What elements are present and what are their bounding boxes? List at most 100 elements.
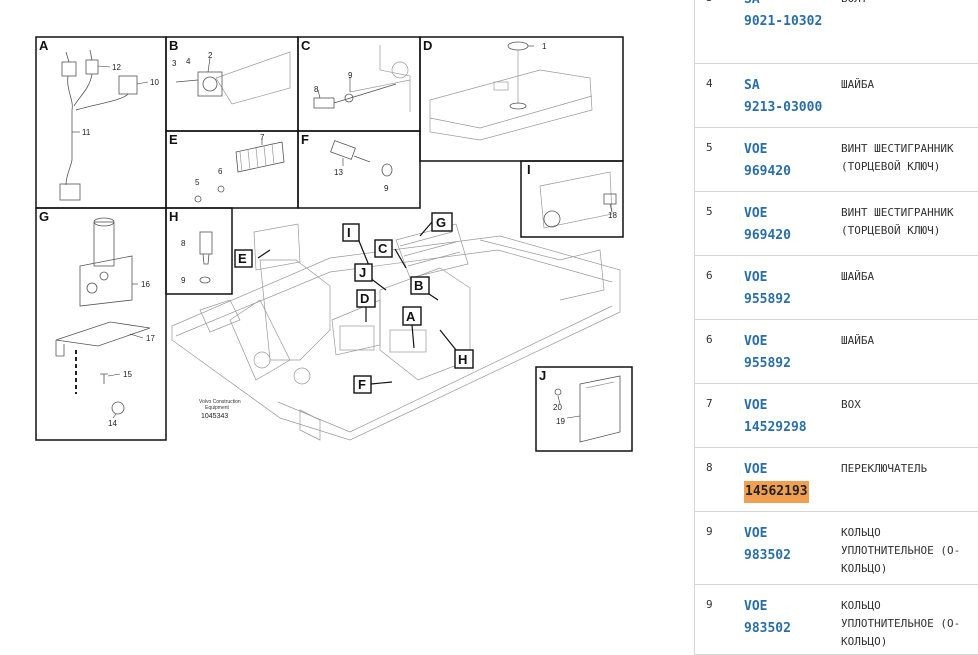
part-brand: VOE xyxy=(744,270,768,285)
part-description: ПЕРЕКЛЮЧАТЕЛЬ xyxy=(841,462,928,475)
caption-line-2: Equipment xyxy=(205,405,230,411)
callout-g: G xyxy=(436,215,446,230)
part-qty: 3 xyxy=(706,0,713,4)
number-leaders xyxy=(72,45,613,419)
part-number-highlighted: 14562193 xyxy=(744,481,809,503)
num-12: 12 xyxy=(112,63,121,72)
num-13: 13 xyxy=(334,168,343,177)
part-description: ШАЙБА xyxy=(841,334,875,347)
panel-d-drawing xyxy=(429,41,593,141)
num-14: 14 xyxy=(108,419,117,428)
num-9-h: 9 xyxy=(181,276,186,285)
block-label-j: J xyxy=(539,368,546,383)
part-number-link[interactable]: VOE 955892 xyxy=(744,331,791,375)
panel-h-drawing xyxy=(199,231,213,284)
parts-list: 3SA9021-10302ВОЛТ4SA9213-03000ШАЙБА5VOE9… xyxy=(694,0,978,655)
callout-c: C xyxy=(378,241,388,256)
panel-f-drawing xyxy=(330,140,393,177)
part-number: 983502 xyxy=(744,548,791,563)
panel-a-drawing xyxy=(59,49,138,201)
num-8-h: 8 xyxy=(181,239,186,248)
part-brand: VOE xyxy=(744,334,768,349)
callout-i: I xyxy=(347,225,351,240)
callout-d: D xyxy=(360,291,369,306)
part-brand: VOE xyxy=(744,398,768,413)
part-brand: VOE xyxy=(744,526,768,541)
part-number-link[interactable]: VOE 983502 xyxy=(744,523,791,567)
part-number-link[interactable]: VOE 983502 xyxy=(744,596,791,640)
callout-boxes: I C G E J B D A H F xyxy=(234,212,474,394)
part-qty: 6 xyxy=(706,333,713,346)
num-10: 10 xyxy=(150,78,159,87)
part-brand: VOE xyxy=(744,599,768,614)
num-6: 6 xyxy=(218,167,223,176)
block-label-a: A xyxy=(39,38,49,53)
parts-row: 6 VOE 955892 ШАЙБА xyxy=(694,256,978,320)
panel-g-drawing xyxy=(55,217,151,415)
panel-letters: A B C D E F G H I J xyxy=(39,38,546,383)
part-number: 955892 xyxy=(744,292,791,307)
num-11: 11 xyxy=(82,128,91,137)
part-qty: 7 xyxy=(706,397,713,410)
part-description: ВИНТ ШЕСТИГРАННИК (ТОРЦЕВОЙ КЛЮЧ) xyxy=(841,142,954,173)
num-17: 17 xyxy=(146,334,155,343)
diagram-caption: Volvo Construction Equipment 1045343 xyxy=(199,399,241,420)
block-label-b: B xyxy=(169,38,178,53)
part-number: 955892 xyxy=(744,356,791,371)
part-description: КОЛЬЦО УПЛОТНИТЕЛЬНОЕ (О-КОЛЬЦО) xyxy=(841,526,961,575)
num-18: 18 xyxy=(608,211,617,220)
panel-i-drawing xyxy=(539,171,617,229)
block-label-i: I xyxy=(527,162,531,177)
part-number-link[interactable]: SA9021-10302 xyxy=(744,0,822,33)
parts-diagram: A B C D E F G H I J I C G E J B D A H F … xyxy=(35,36,633,452)
part-number: 983502 xyxy=(744,621,791,636)
part-qty: 9 xyxy=(706,598,713,611)
callout-a: A xyxy=(406,309,416,324)
panel-frames xyxy=(35,36,633,452)
part-brand: SA xyxy=(744,0,822,11)
part-brand: VOE xyxy=(744,142,768,157)
panel-e-drawing xyxy=(194,141,285,203)
part-number: 969420 xyxy=(744,228,791,243)
caption-number: 1045343 xyxy=(201,413,228,420)
num-7: 7 xyxy=(260,133,265,142)
panel-c-drawing xyxy=(313,45,411,112)
parts-row: 6 VOE 955892 ШАЙБА xyxy=(694,320,978,384)
part-description: ШАЙБА xyxy=(841,270,875,283)
part-qty: 4 xyxy=(706,77,713,90)
parts-row: 9 VOE 983502 КОЛЬЦО УПЛОТНИТЕЛЬНОЕ (О-КОЛЬЦ… xyxy=(694,585,978,655)
part-description: КОЛЬЦО УПЛОТНИТЕЛЬНОЕ (О-КОЛЬЦО) xyxy=(841,599,961,648)
part-number-link[interactable]: VOE 14562193 xyxy=(744,459,809,503)
panel-j-drawing xyxy=(554,375,621,443)
part-qty: 6 xyxy=(706,269,713,282)
block-label-e: E xyxy=(169,132,178,147)
part-qty: 5 xyxy=(706,205,713,218)
callout-h: H xyxy=(458,352,467,367)
num-19: 19 xyxy=(556,417,565,426)
callout-f: F xyxy=(358,377,366,392)
num-2: 2 xyxy=(208,51,213,60)
part-brand: VOE xyxy=(744,462,768,477)
part-qty: 5 xyxy=(706,141,713,154)
callout-j: J xyxy=(359,265,366,280)
num-9-c: 9 xyxy=(348,71,353,80)
num-20: 20 xyxy=(553,403,562,412)
num-8-c: 8 xyxy=(314,85,319,94)
block-label-f: F xyxy=(301,132,309,147)
callout-e: E xyxy=(238,251,247,266)
block-label-c: C xyxy=(301,38,311,53)
part-brand: SA xyxy=(744,78,760,93)
part-number-link[interactable]: VOE 955892 xyxy=(744,267,791,311)
panel-b-drawing xyxy=(175,51,291,105)
num-4: 4 xyxy=(186,57,191,66)
